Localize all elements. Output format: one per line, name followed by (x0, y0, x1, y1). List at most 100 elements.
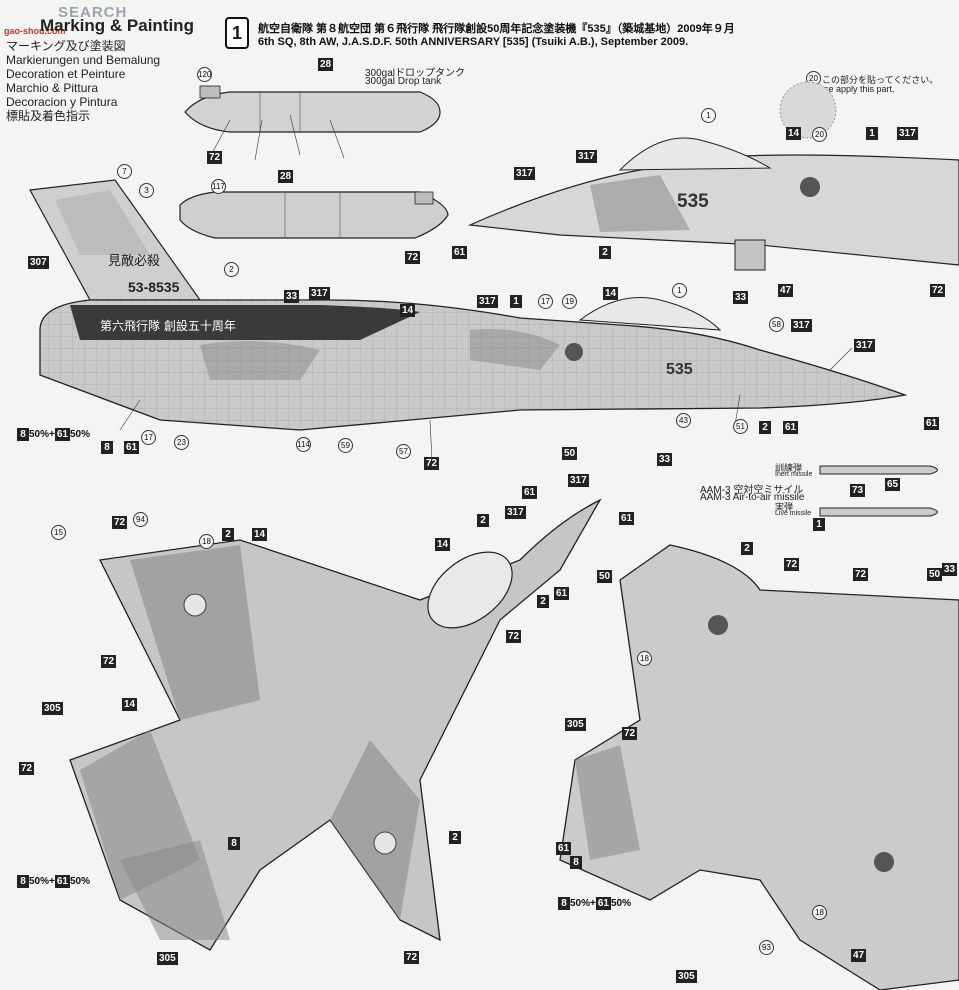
part-51: 51 (733, 419, 748, 434)
main-side-view: 見敵必殺 53-8535 第六飛行隊 創設五十周年 535 (29, 179, 908, 431)
callout-8: 8 (101, 441, 113, 454)
lang-de: Markierungen und Bemalung (6, 53, 161, 67)
callout-2g: 2 (741, 542, 753, 555)
part-94: 94 (133, 512, 148, 527)
callout-47: 47 (778, 284, 794, 297)
callout-317f: 317 (791, 319, 812, 332)
part-18: 18 (199, 534, 214, 549)
callout-61: 61 (452, 246, 468, 259)
callout-65: 65 (885, 478, 901, 491)
callout-2e: 2 (222, 528, 234, 541)
callout-14: 14 (786, 127, 802, 140)
callout-33d: 33 (942, 563, 958, 576)
part-117: 117 (211, 179, 226, 194)
missiles (819, 465, 938, 517)
part-20: 20 (812, 127, 827, 142)
callout-317g: 317 (854, 339, 875, 352)
callout-317i: 317 (505, 506, 526, 519)
callout-72k: 72 (853, 568, 869, 581)
part-19: 19 (562, 294, 577, 309)
tail-kanji: 見敵必殺 (108, 253, 160, 269)
callout-317d: 317 (309, 287, 330, 300)
part-59: 59 (338, 438, 353, 453)
callout-317b: 317 (576, 150, 597, 163)
part-58: 58 (769, 317, 784, 332)
callout-61b: 61 (924, 417, 940, 430)
page-title: Marking & Painting (40, 16, 194, 35)
callout-50c: 50 (927, 568, 943, 581)
lang-jp: マーキング及び塗装図 (6, 39, 126, 53)
callout-1b: 1 (510, 295, 522, 308)
inert-jp: 訓練弾 (775, 463, 803, 473)
callout-1: 1 (866, 127, 878, 140)
callout-28: 28 (318, 58, 334, 71)
callout-2: 2 (599, 246, 611, 259)
callout-47b: 47 (851, 949, 867, 962)
tail-serial: 53-8535 (128, 279, 180, 295)
callout-2d: 2 (537, 595, 549, 608)
lang-it: Marchio & Pittura (6, 81, 99, 95)
nose-number-side: 535 (666, 361, 693, 378)
lang-es: Decoracion y Pintura (6, 95, 118, 109)
callout-50b: 50 (597, 570, 613, 583)
nose-number-top: 535 (677, 191, 709, 212)
callout-317h: 317 (568, 474, 589, 487)
decal-note-en: Please apply this part. (806, 84, 895, 94)
callout-14b: 14 (400, 304, 416, 317)
part-1: 1 (672, 283, 687, 298)
callout-2c: 2 (477, 514, 489, 527)
callout-317: 317 (514, 167, 535, 180)
part-15: 15 (51, 525, 66, 540)
callout-305c: 305 (565, 718, 586, 731)
part-114: 114 (296, 437, 311, 452)
callout-14e: 14 (252, 528, 268, 541)
part-18c: 18 (812, 905, 827, 920)
callout-305: 305 (42, 702, 63, 715)
callout-72f: 72 (506, 630, 522, 643)
part-23: 23 (174, 435, 189, 450)
callout-2f: 2 (449, 831, 461, 844)
part-57: 57 (396, 444, 411, 459)
callout-28b: 28 (278, 170, 294, 183)
callout-72g: 72 (101, 655, 117, 668)
callout-317c: 317 (897, 127, 918, 140)
callout-73: 73 (850, 484, 866, 497)
callout-72: 72 (207, 151, 223, 164)
part-7: 7 (117, 164, 132, 179)
drop-tank-top (184, 85, 441, 133)
callout-8b: 8 (228, 837, 240, 850)
missile-en: AAM-3 Air-to-air missile (700, 492, 805, 503)
callout-1c: 1 (813, 518, 825, 531)
callout-14c: 14 (603, 287, 619, 300)
lang-cn: 標貼及着色指示 (6, 109, 91, 123)
drop-tank-side (179, 191, 449, 239)
part-17b: 17 (141, 430, 156, 445)
callout-72l: 72 (622, 727, 638, 740)
callout-61h: 61 (556, 842, 572, 855)
watermark-brand: SEARCH (58, 4, 128, 21)
missile-jp: AAM-3 空対空ミサイル (700, 485, 804, 496)
part-2: 2 (224, 262, 239, 277)
decal-note-jp: この部分を貼ってください。 (822, 75, 939, 85)
part-120: 120 (197, 67, 212, 82)
part-93: 93 (759, 940, 774, 955)
callout-61f: 61 (619, 512, 635, 525)
callout-72j: 72 (784, 558, 800, 571)
callout-72e: 72 (112, 516, 128, 529)
callout-307: 307 (28, 256, 49, 269)
lang-fr: Decoration et Peinture (6, 67, 126, 81)
bottom-view (559, 544, 959, 990)
callout-50: 50 (562, 447, 578, 460)
callout-61g: 61 (554, 587, 570, 600)
callout-72i: 72 (404, 951, 420, 964)
part-18b: 18 (637, 651, 652, 666)
live-en: Live missile (775, 510, 812, 517)
callout-61d: 61 (124, 441, 140, 454)
callout-8c: 8 (570, 856, 582, 869)
callout-33b: 33 (284, 290, 300, 303)
callout-61e: 61 (522, 486, 538, 499)
